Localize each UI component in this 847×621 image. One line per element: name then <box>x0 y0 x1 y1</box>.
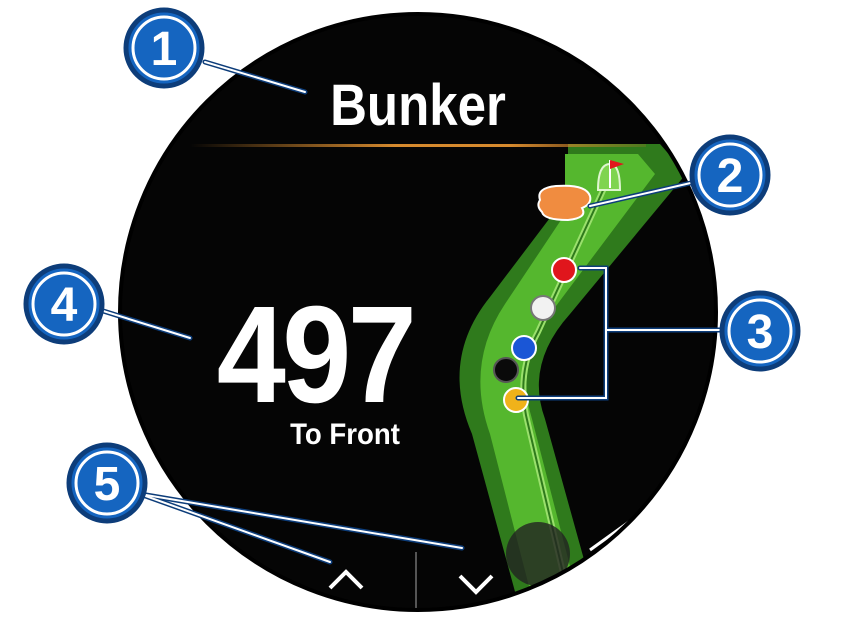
watch-face: Bunker 497 To Front <box>120 14 716 610</box>
scroll-up-button[interactable] <box>260 546 410 610</box>
callout-5-label: 5 <box>94 458 121 511</box>
marker-gold <box>503 387 529 413</box>
callout-3-label: 3 <box>747 306 774 359</box>
callout-4: 4 <box>23 263 105 345</box>
bunker-icon <box>537 184 592 222</box>
callout-4-label: 4 <box>51 279 78 332</box>
scroll-down-button[interactable] <box>420 546 570 610</box>
marker-white <box>530 295 556 321</box>
callout-2-label: 2 <box>717 150 744 203</box>
screen-title: Bunker <box>330 73 506 138</box>
callout-3: 3 <box>719 290 801 372</box>
marker-blue <box>511 335 537 361</box>
title-divider <box>190 144 646 147</box>
marker-red <box>551 257 577 283</box>
button-separator <box>415 552 417 610</box>
distance-value: 497 <box>216 278 417 432</box>
marker-black <box>493 357 519 383</box>
distance-label: To Front <box>290 418 400 451</box>
